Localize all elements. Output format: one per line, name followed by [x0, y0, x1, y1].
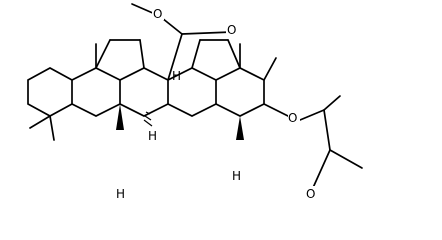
atom-label-hydrogen: H: [172, 69, 181, 83]
carbon-skeleton: [27, 3, 363, 191]
atom-label-hydrogen: H: [232, 169, 241, 183]
atom-label-acetate-ether-oxygen: O: [288, 111, 297, 125]
atom-label-hydrogen: H: [148, 129, 157, 143]
stereo-bonds: [116, 104, 244, 140]
wedge-bond: [236, 116, 244, 140]
atom-labels: O O O O H H H H: [116, 6, 318, 201]
atom-label-ester-ether-oxygen: O: [153, 7, 162, 21]
wedge-bond: [116, 104, 124, 130]
atom-label-ester-carbonyl-oxygen: O: [227, 23, 236, 37]
atom-label-acetate-carbonyl-oxygen: O: [306, 187, 315, 201]
molecule-structure: O O O O H H H H: [27, 3, 363, 201]
atom-label-hydrogen: H: [116, 187, 125, 201]
